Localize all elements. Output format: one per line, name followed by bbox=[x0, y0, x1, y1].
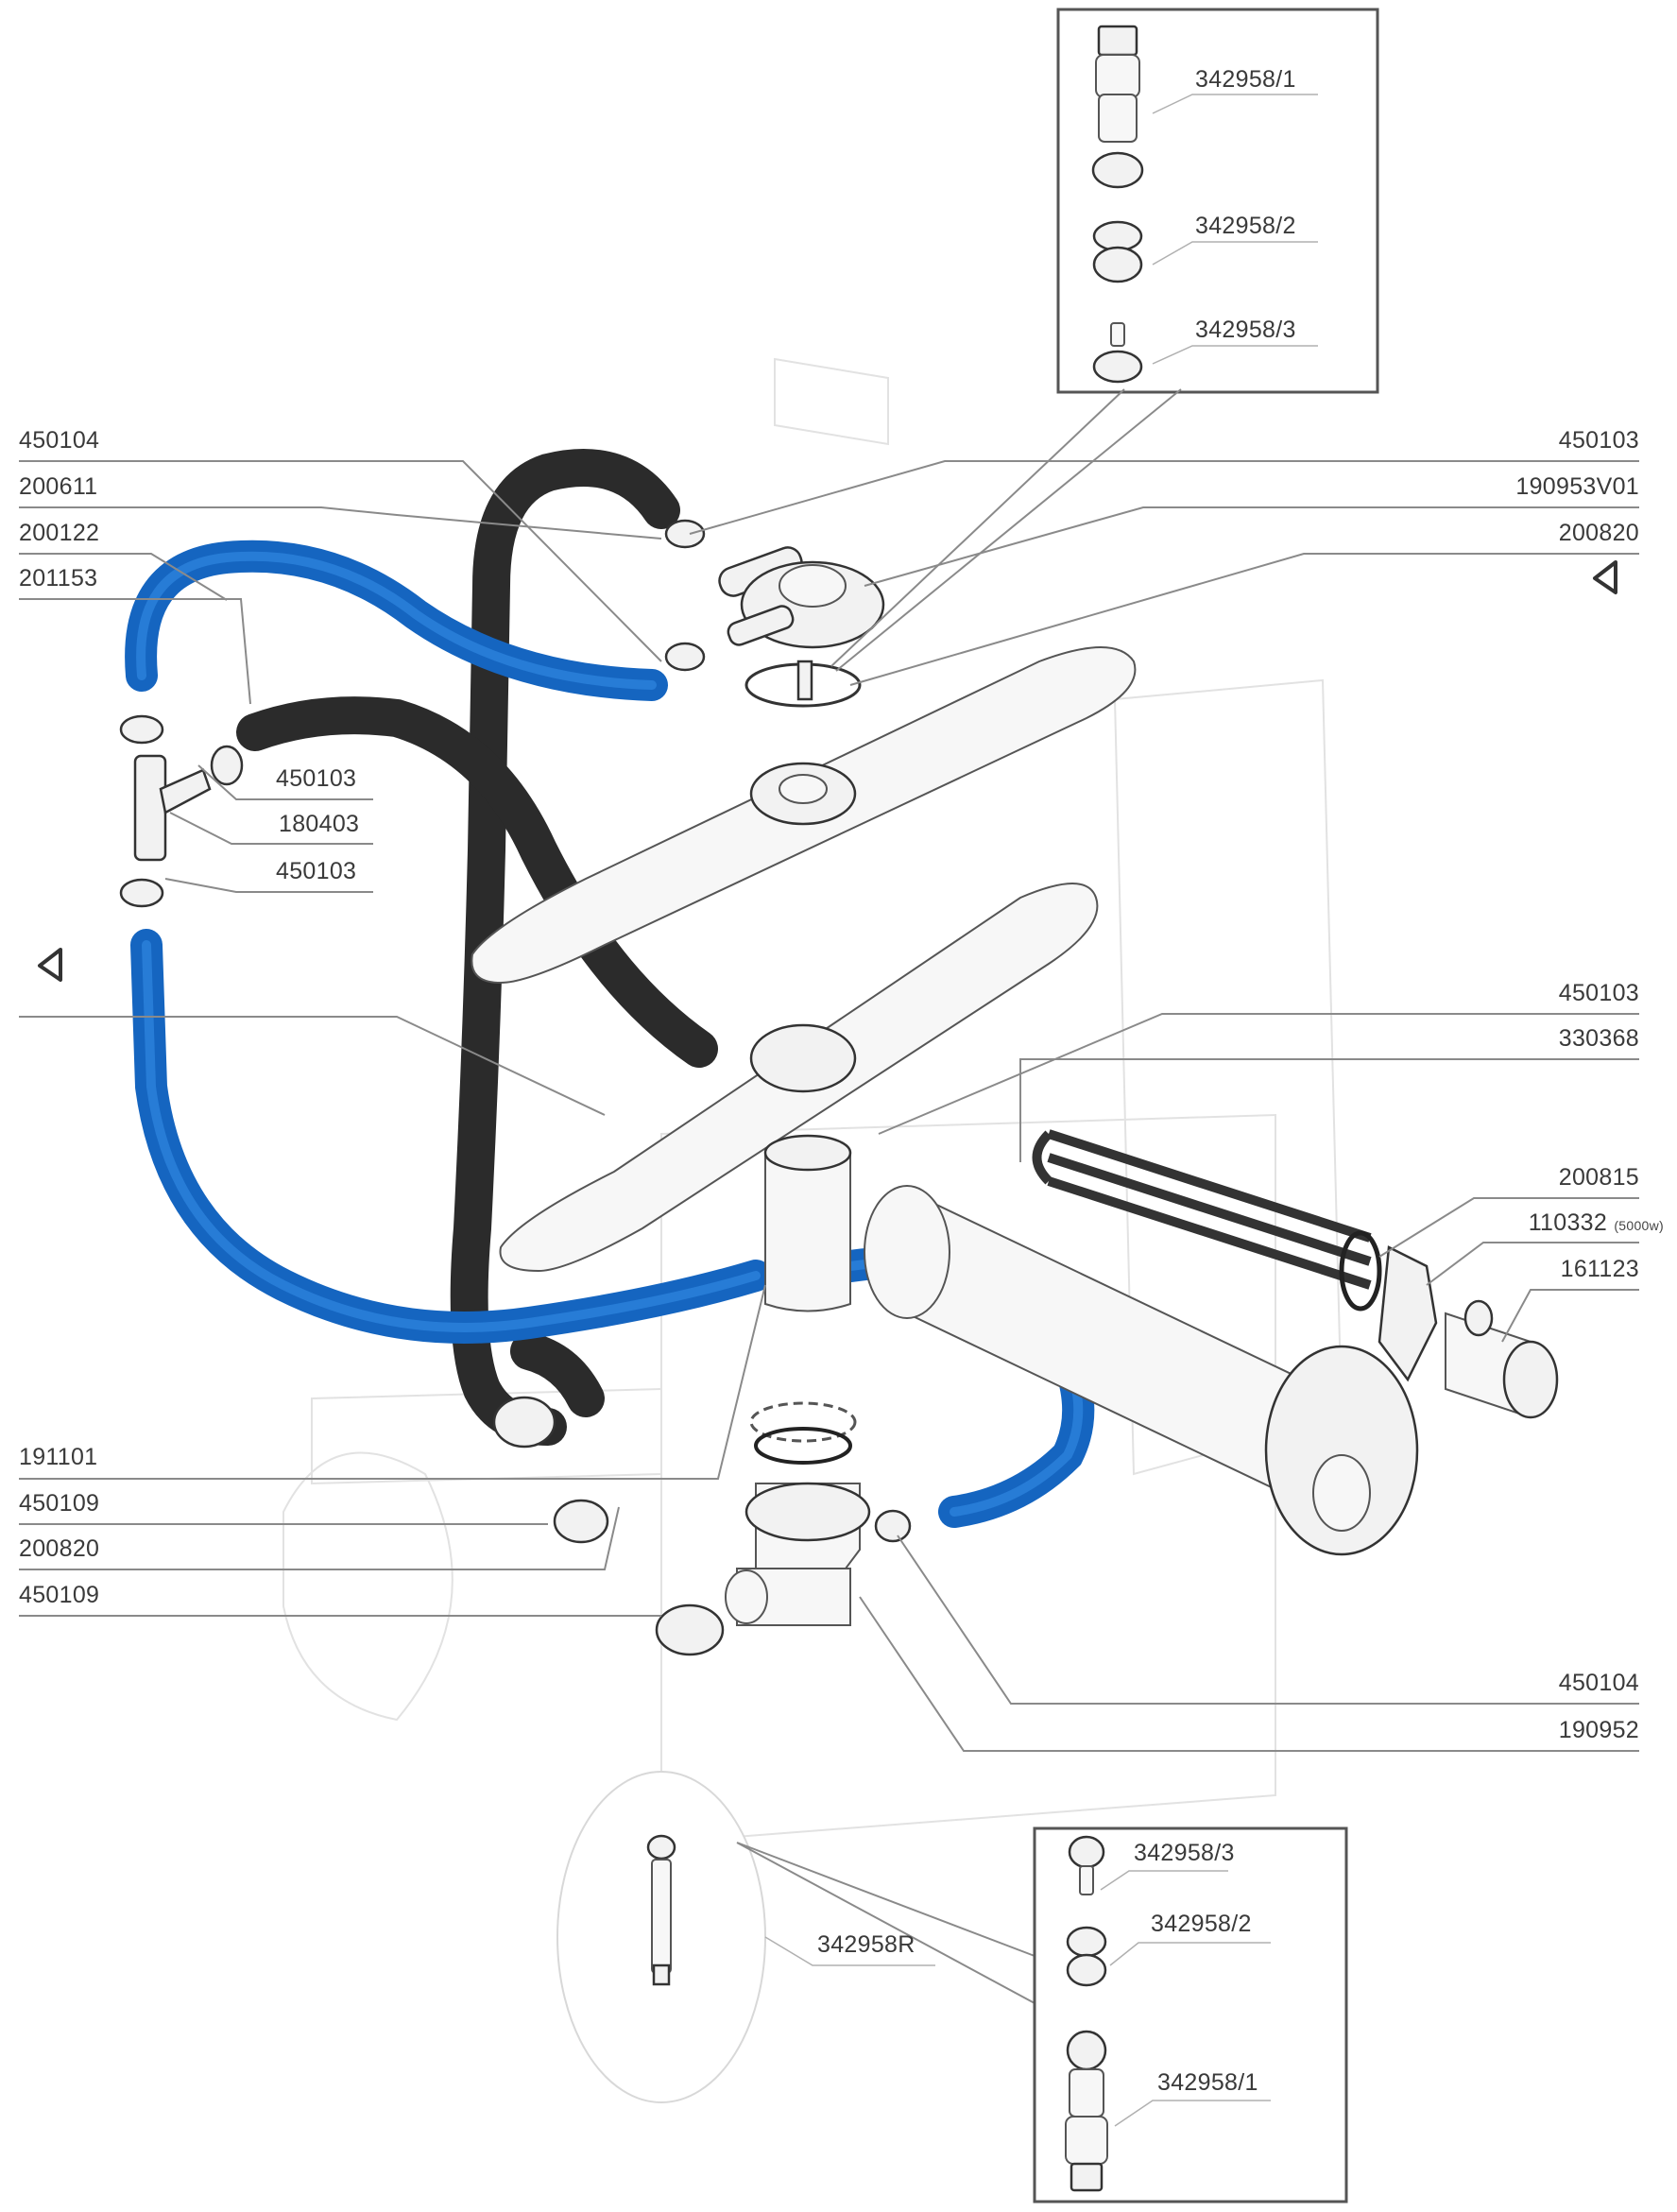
part-label[interactable]: 450103 bbox=[276, 858, 357, 884]
part-label[interactable]: 450103 bbox=[276, 765, 357, 792]
part-label[interactable]: 200815 bbox=[1558, 1164, 1639, 1191]
flange-161123 bbox=[1445, 1299, 1559, 1419]
pin-342958-3-bottom-icon bbox=[1068, 1835, 1105, 1895]
pump-housing-191101 bbox=[749, 1134, 857, 1465]
part-label[interactable]: 450104 bbox=[1558, 1670, 1639, 1696]
inset-part-label[interactable]: 342958/2 bbox=[1195, 213, 1296, 239]
part-label[interactable]: 200122 bbox=[19, 520, 100, 546]
inset-part-label[interactable]: 342958/1 bbox=[1195, 66, 1296, 93]
part-label[interactable]: 450103 bbox=[1558, 427, 1639, 454]
inset-detail-circle bbox=[556, 1771, 1035, 2103]
nozzle-342958-1-bottom-icon bbox=[1065, 2030, 1108, 2192]
hose-200122 bbox=[125, 540, 668, 701]
part-label[interactable]: 190953V01 bbox=[1515, 473, 1639, 500]
drain-hose-200611 bbox=[450, 449, 680, 1449]
part-label[interactable]: 180403 bbox=[279, 811, 360, 837]
inset-part-label[interactable]: 342958/1 bbox=[1157, 2069, 1258, 2096]
leader-lines-left bbox=[19, 460, 766, 1617]
part-label[interactable]: 450109 bbox=[19, 1582, 100, 1608]
part-label[interactable]: 190952 bbox=[1558, 1717, 1639, 1743]
part-label[interactable]: 200611 bbox=[19, 473, 98, 500]
seal-342958-2-icon bbox=[1092, 220, 1143, 283]
part-label[interactable]: 191101 bbox=[19, 1444, 98, 1470]
inset-box-top bbox=[830, 8, 1379, 672]
upper-spray-arm-200820 bbox=[471, 646, 1137, 985]
leader-lines-right bbox=[689, 460, 1639, 1752]
hose-201153 bbox=[236, 696, 718, 1068]
spray-hub-190953V01 bbox=[664, 519, 885, 708]
part-label-with-note[interactable]: 110332 (5000w) bbox=[1529, 1209, 1664, 1237]
part-label[interactable]: 161123 bbox=[1560, 1256, 1639, 1282]
inset-part-label[interactable]: 342958/3 bbox=[1134, 1840, 1235, 1866]
part-label[interactable]: 450103 bbox=[1558, 980, 1639, 1006]
part-label[interactable]: 200820 bbox=[1558, 520, 1639, 546]
heater-tank bbox=[864, 1129, 1559, 1556]
sump-190952 bbox=[553, 1482, 912, 1656]
t-connector-180403 bbox=[119, 714, 244, 908]
part-label[interactable]: 450104 bbox=[19, 427, 100, 454]
inset-box-bottom bbox=[1033, 1826, 1348, 2203]
triangle-marker-right-icon bbox=[1593, 560, 1617, 594]
part-label[interactable]: 201153 bbox=[19, 565, 98, 592]
part-code: 110332 bbox=[1528, 1209, 1608, 1236]
triangle-marker-left-icon bbox=[38, 948, 62, 982]
pin-342958-3-icon bbox=[1092, 322, 1143, 384]
heating-element-110332 bbox=[1032, 1129, 1438, 1382]
inset-part-label[interactable]: 342958/2 bbox=[1151, 1911, 1252, 1937]
lower-spray-arm-330368 bbox=[499, 883, 1099, 1273]
seal-342958-2-bottom-icon bbox=[1066, 1926, 1107, 1987]
part-label[interactable]: 200820 bbox=[19, 1535, 100, 1562]
part-label[interactable]: 450109 bbox=[19, 1490, 100, 1517]
inset-part-label[interactable]: 342958/3 bbox=[1195, 317, 1296, 343]
nozzle-342958-1-icon bbox=[1091, 25, 1144, 189]
part-note: (5000w) bbox=[1614, 1218, 1664, 1233]
assembly-label[interactable]: 342958R bbox=[817, 1931, 916, 1958]
part-label[interactable]: 330368 bbox=[1558, 1025, 1639, 1052]
